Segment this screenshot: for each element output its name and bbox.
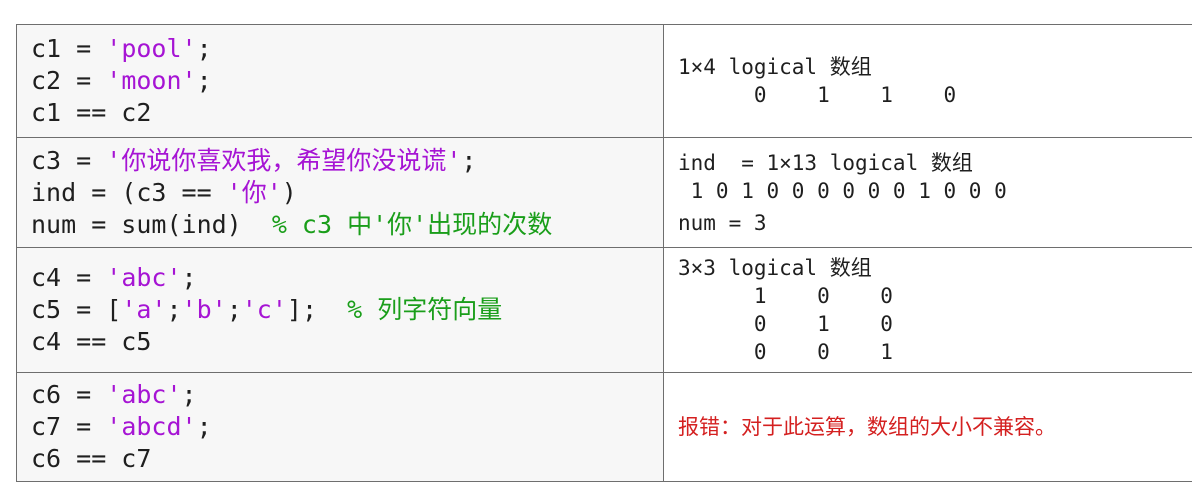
code-line: ind = (c3 == '你') [31,177,663,209]
example-table-wrapper: c1 = 'pool'; c2 = 'moon'; c1 == c2 1×4 l… [16,24,1162,482]
code-text: ; [461,146,476,175]
code-text: c1 == c2 [31,98,151,127]
code-text: c5 = [ [31,295,121,324]
code-line: c2 = 'moon'; [31,65,663,97]
code-text: ]; [287,295,347,324]
code-text: c6 == c7 [31,444,151,473]
matlab-comparison-table: c1 = 'pool'; c2 = 'moon'; c1 == c2 1×4 l… [16,24,1192,482]
code-text: ind = (c3 == [31,178,227,207]
table-row: c4 = 'abc'; c5 = ['a';'b';'c']; % 列字符向量 … [17,248,1192,373]
code-line: num = sum(ind) % c3 中'你'出现的次数 [31,209,663,241]
code-line: c1 == c2 [31,97,663,129]
output-cell: ind = 1×13 logical 数组 1 0 1 0 0 0 0 0 0 … [664,138,1192,248]
string-literal: 'abc' [106,380,181,409]
output-line: 3×3 logical 数组 [678,254,1192,282]
table-row: c1 = 'pool'; c2 = 'moon'; c1 == c2 1×4 l… [17,25,1192,138]
code-text: c4 == c5 [31,327,151,356]
table-row: c6 = 'abc'; c7 = 'abcd'; c6 == c7 报错：对于此… [17,373,1192,482]
error-message: 报错：对于此运算，数组的大小不兼容。 [678,413,1192,441]
code-text: ; [197,66,212,95]
code-text: ; [182,263,197,292]
string-literal: 'c' [242,295,287,324]
code-line: c6 == c7 [31,443,663,475]
output-line: 0 0 1 [678,338,1192,366]
string-literal: 'pool' [106,34,196,63]
output-cell: 1×4 logical 数组 0 1 1 0 [664,25,1192,138]
code-text: c1 = [31,34,106,63]
output-line: 1 0 0 [678,282,1192,310]
code-line: c6 = 'abc'; [31,379,663,411]
code-line: c5 = ['a';'b';'c']; % 列字符向量 [31,294,663,326]
code-comment: % c3 中'你'出现的次数 [272,210,552,239]
code-text: ) [282,178,297,207]
output-line: 0 1 1 0 [678,81,1192,109]
code-text: ; [197,412,212,441]
string-literal: 'a' [121,295,166,324]
string-literal: '你' [227,178,282,207]
output-line: ind = 1×13 logical 数组 [678,149,1192,177]
code-line: c3 = '你说你喜欢我，希望你没说谎'; [31,145,663,177]
code-text: ; [182,380,197,409]
code-text: c3 = [31,146,106,175]
output-line: num = 3 [678,209,1192,237]
output-line: 1 0 1 0 0 0 0 0 0 1 0 0 0 [678,177,1192,205]
code-text: c6 = [31,380,106,409]
code-line: c4 = 'abc'; [31,262,663,294]
output-cell: 3×3 logical 数组 1 0 0 0 1 0 0 0 1 [664,248,1192,373]
code-cell: c4 = 'abc'; c5 = ['a';'b';'c']; % 列字符向量 … [17,248,664,373]
string-literal: 'abc' [106,263,181,292]
code-text: ; [197,34,212,63]
code-text: c7 = [31,412,106,441]
code-line: c7 = 'abcd'; [31,411,663,443]
code-line: c1 = 'pool'; [31,33,663,65]
string-literal: 'abcd' [106,412,196,441]
string-literal: 'b' [182,295,227,324]
output-line: 0 1 0 [678,310,1192,338]
string-literal: '你说你喜欢我，希望你没说谎' [106,146,461,175]
code-comment: % 列字符向量 [347,295,502,324]
code-text: c2 = [31,66,106,95]
code-text: ; [227,295,242,324]
code-text: ; [166,295,181,324]
code-line: c4 == c5 [31,326,663,358]
string-literal: 'moon' [106,66,196,95]
code-text: num = sum(ind) [31,210,272,239]
table-row: c3 = '你说你喜欢我，希望你没说谎'; ind = (c3 == '你') … [17,138,1192,248]
code-cell: c1 = 'pool'; c2 = 'moon'; c1 == c2 [17,25,664,138]
output-cell: 报错：对于此运算，数组的大小不兼容。 [664,373,1192,482]
code-cell: c6 = 'abc'; c7 = 'abcd'; c6 == c7 [17,373,664,482]
code-text: c4 = [31,263,106,292]
code-cell: c3 = '你说你喜欢我，希望你没说谎'; ind = (c3 == '你') … [17,138,664,248]
output-line: 1×4 logical 数组 [678,53,1192,81]
